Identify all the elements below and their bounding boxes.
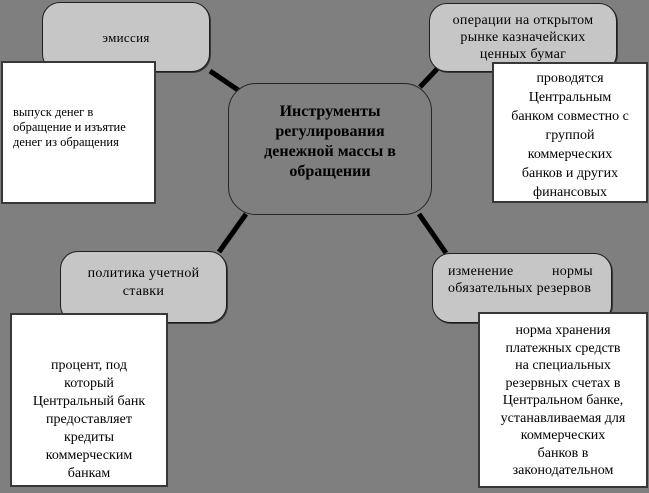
connector-discount-rate: [216, 212, 249, 254]
node-change-reserves: изменение нормы обязательных резервов: [432, 253, 612, 323]
note-change-reserves: норма хранения платежных средств на спец…: [478, 312, 648, 488]
node-change-reserves-label-row1: изменение нормы: [448, 263, 599, 280]
reserves-label-word-left: изменение: [448, 264, 514, 279]
node-center-title: Инструменты регулирования денежной массы…: [228, 83, 432, 215]
connector-emission: [208, 68, 243, 95]
center-title-text: Инструменты регулирования денежной массы…: [264, 103, 396, 180]
note-discount-rate: процент, под который Центральный банк пр…: [10, 313, 168, 487]
note-open-market: проводятся Центральным банком совместно …: [492, 62, 648, 203]
node-discount-rate-label: политика учетной ставки: [87, 266, 200, 299]
node-discount-rate: политика учетной ставки: [60, 251, 227, 323]
node-open-market-label: операции на открытом рынке казначейских …: [452, 13, 594, 62]
connector-open-market: [418, 66, 440, 89]
connector-reserves: [416, 212, 449, 255]
node-emission: эмиссия: [42, 2, 210, 72]
reserves-label-word-right: нормы: [551, 264, 593, 279]
node-change-reserves-label-row2: обязательных резервов: [448, 281, 592, 296]
note-emission: выпуск денег в обращение и изъятие денег…: [1, 61, 156, 204]
node-emission-label: эмиссия: [102, 29, 150, 45]
